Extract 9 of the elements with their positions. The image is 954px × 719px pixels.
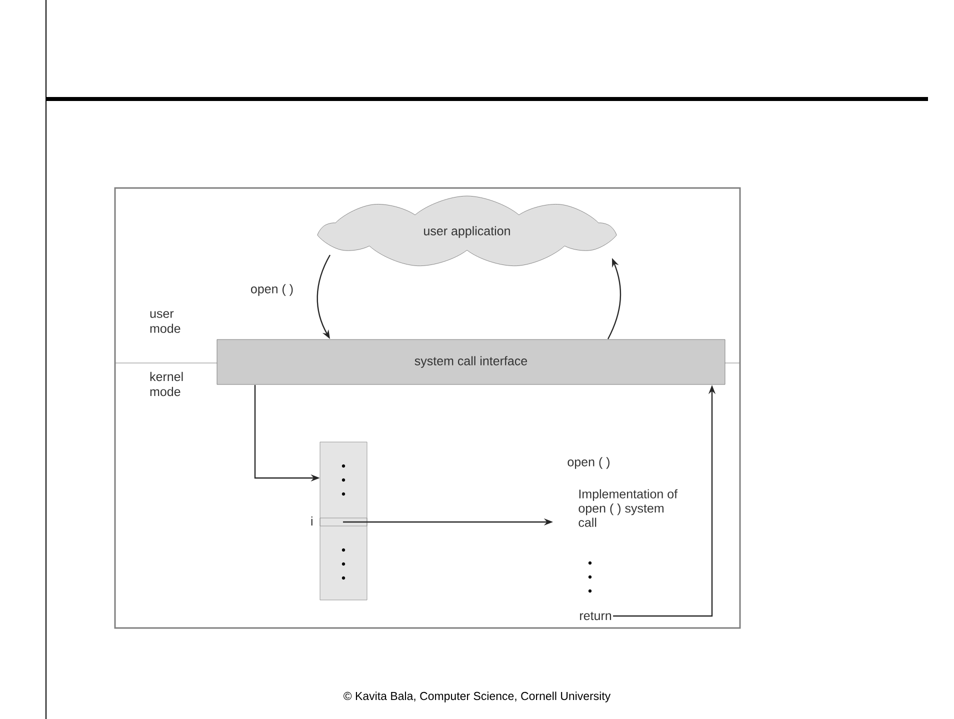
interface-bar: system call interface (216, 339, 726, 385)
table-box (320, 442, 368, 600)
code-text: open ( ) Implementation of open ( ) system call (568, 457, 678, 527)
code-text: return (580, 612, 612, 620)
footer-text: © Kavita Bala, Computer Science, Cornell University (344, 692, 611, 702)
edge-label: open ( ) (249, 283, 295, 297)
mode-label: user mode (150, 311, 180, 333)
mode-label: kernel mode (150, 372, 183, 396)
index-label: i (311, 516, 312, 526)
